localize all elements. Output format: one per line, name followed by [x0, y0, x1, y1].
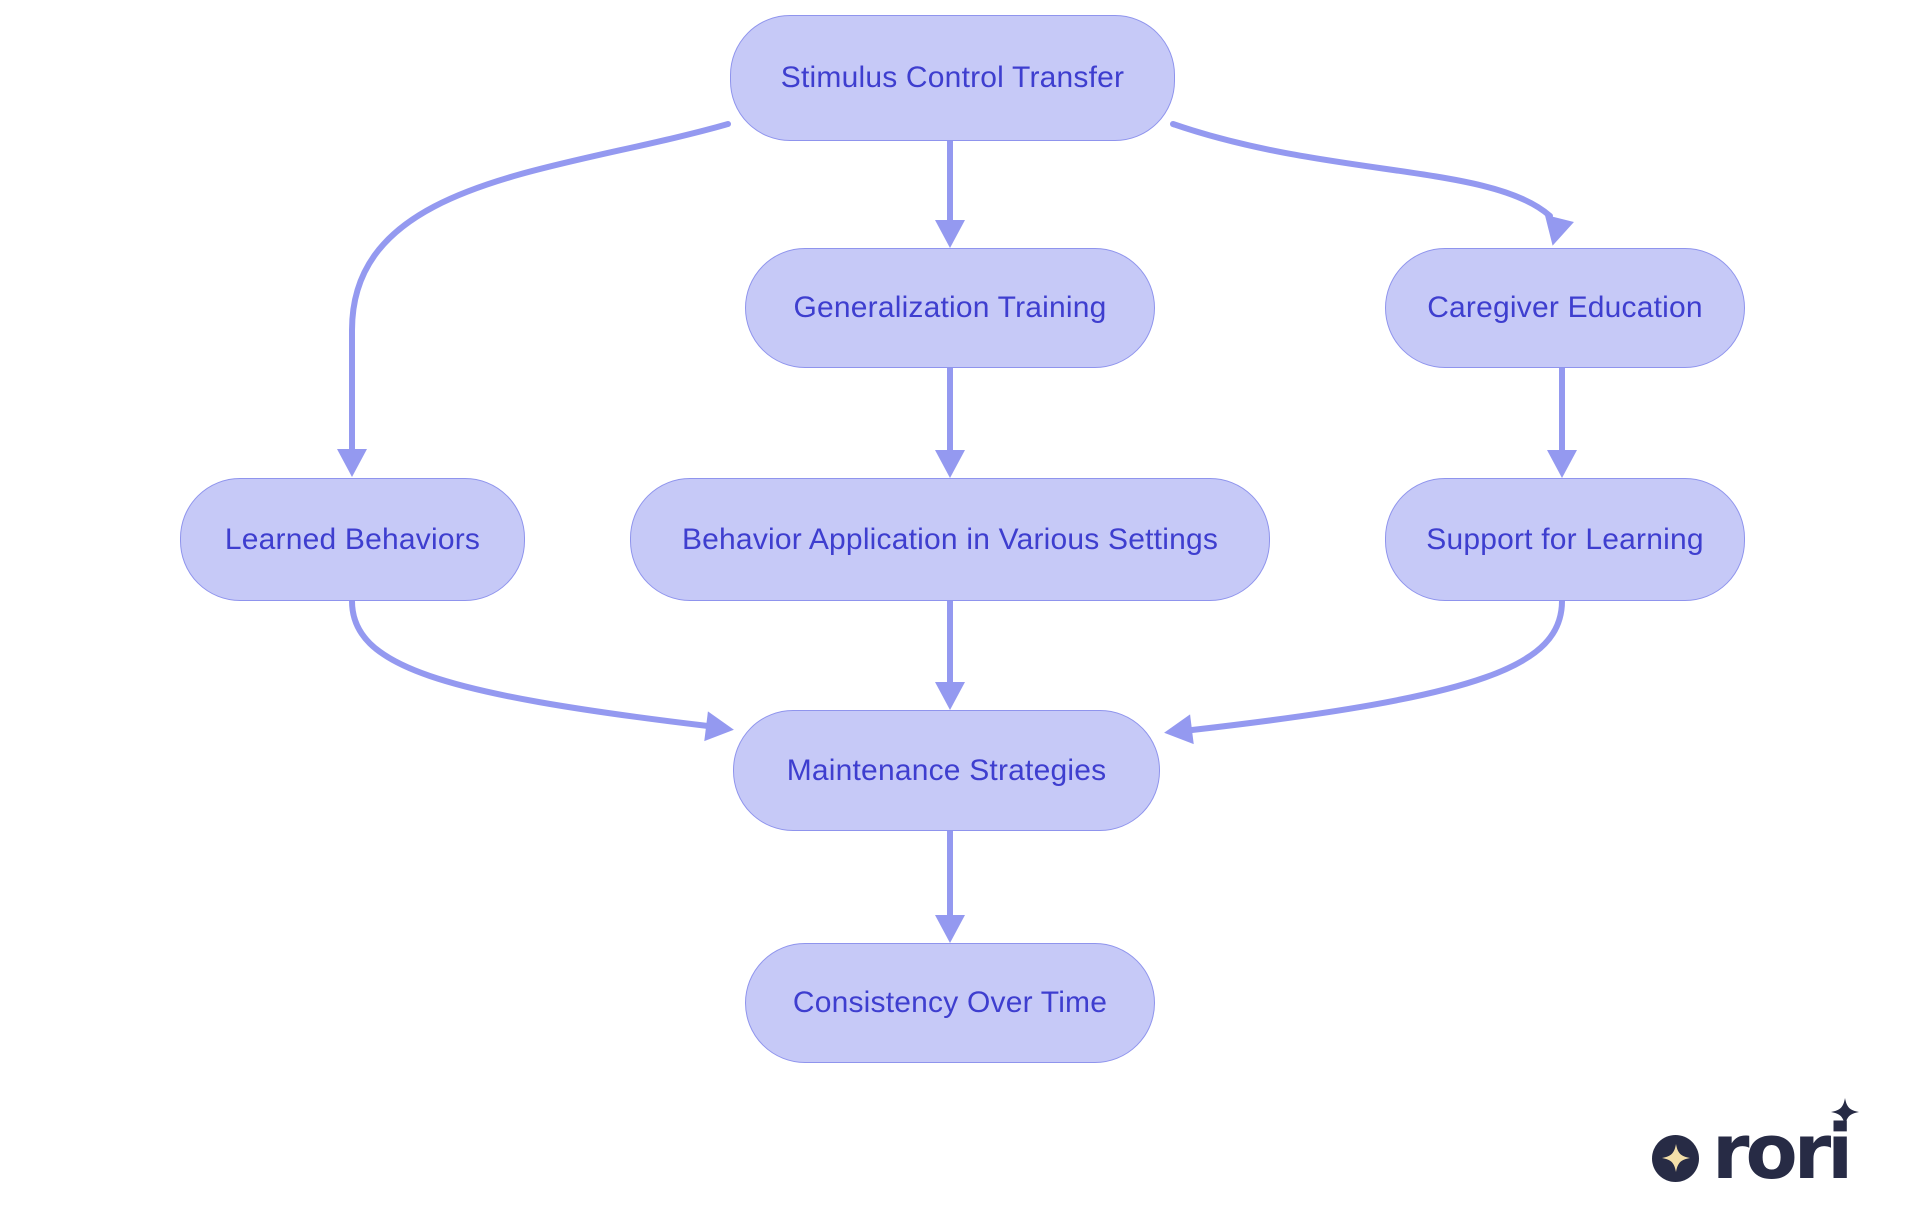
node-stimulus-control-transfer: Stimulus Control Transfer: [730, 15, 1175, 141]
arrowhead-support: [1547, 450, 1577, 478]
node-label: Generalization Training: [793, 291, 1107, 324]
arrowhead-caregiver: [1544, 214, 1574, 246]
node-label: Maintenance Strategies: [786, 753, 1107, 787]
node-label: Stimulus Control Transfer: [780, 61, 1125, 94]
arrowhead-consistency: [935, 915, 965, 943]
node-label: Behavior Application in Various Settings: [681, 522, 1219, 556]
arrowhead-generalization: [935, 220, 965, 248]
node-behavior-application: Behavior Application in Various Settings: [630, 478, 1270, 601]
node-learned-behaviors: Learned Behaviors: [180, 478, 525, 601]
rori-wordmark: rori: [1712, 1098, 1860, 1190]
edge-stimulus-caregiver: [1170, 121, 1553, 219]
node-consistency-over-time: Consistency Over Time: [745, 943, 1155, 1063]
arrowhead-maintenance-left: [704, 711, 734, 742]
edge-stimulus-learned: [349, 121, 731, 455]
node-label: Support for Learning: [1426, 522, 1704, 556]
node-label: Learned Behaviors: [224, 522, 481, 556]
arrowhead-maintenance-top: [935, 682, 965, 710]
node-label: Caregiver Education: [1427, 291, 1703, 324]
arrowhead-learned: [337, 449, 367, 477]
node-support-for-learning: Support for Learning: [1385, 478, 1745, 601]
node-generalization-training: Generalization Training: [745, 248, 1155, 368]
node-caregiver-education: Caregiver Education: [1385, 248, 1745, 368]
arrowhead-maintenance-right: [1164, 714, 1194, 745]
node-maintenance-strategies: Maintenance Strategies: [733, 710, 1160, 831]
arrowhead-behaviorapp: [935, 450, 965, 478]
sparkle-icon: [1831, 1098, 1860, 1126]
star-icon: [1661, 1144, 1690, 1172]
node-label: Consistency Over Time: [792, 986, 1108, 1019]
edge-support-maintenance: [1189, 598, 1565, 733]
rori-logo-circle: [1652, 1134, 1699, 1182]
edge-learned-maintenance: [349, 598, 711, 729]
rori-logo: rori: [1652, 1098, 1860, 1196]
rori-wordmark-text: rori: [1712, 1107, 1853, 1196]
